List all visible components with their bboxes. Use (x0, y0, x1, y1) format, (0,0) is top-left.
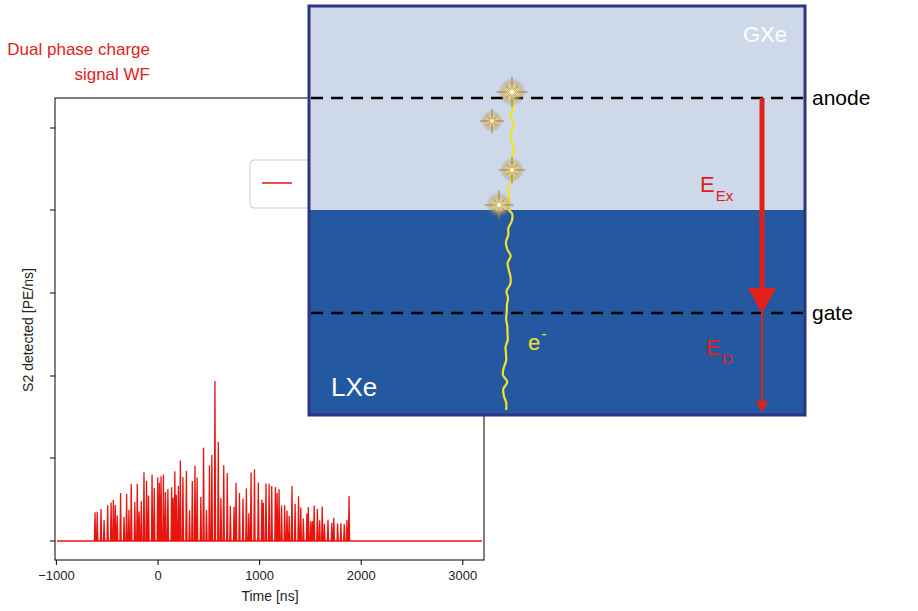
legend-line (262, 182, 292, 184)
electron-track (503, 95, 514, 410)
field-symbol: E (700, 172, 715, 198)
y-tick (50, 293, 55, 294)
phase-label: GXe (743, 22, 787, 48)
scintillation-flashes (480, 77, 528, 220)
tpc-illustration (309, 6, 805, 415)
y-tick (50, 541, 55, 542)
x-tick (361, 560, 362, 565)
liquid-phase-band: LXe (311, 212, 803, 413)
tick-label: 2000 (347, 568, 376, 584)
y-tick (50, 458, 55, 459)
tick-label: 3000 (448, 568, 477, 584)
x-tick (462, 560, 463, 565)
x-tick (56, 560, 57, 565)
flash-star (480, 109, 504, 133)
axis-title: S2 detected [PE/ns] (20, 268, 37, 392)
field-subscript: D (722, 350, 733, 368)
gate-grid (311, 312, 803, 315)
extraction-field-arrow (760, 98, 765, 290)
liquid-region (309, 210, 805, 415)
phase-label: LXe (331, 372, 377, 403)
y-tick (50, 128, 55, 129)
flash-star (499, 157, 525, 183)
arrow-head (748, 288, 776, 314)
anode-grid (311, 97, 803, 100)
x-tick (158, 560, 159, 565)
field-subscript: Ex (716, 187, 734, 205)
tick-label: 0 (154, 568, 161, 584)
flash-star (485, 191, 514, 220)
tpc-border (309, 6, 805, 415)
grid-name: gate (812, 300, 853, 325)
tick-label: −1000 (38, 568, 75, 584)
flash-star (497, 77, 528, 108)
arrow-head (756, 401, 768, 413)
y-tick (50, 376, 55, 377)
panel-title: Dual phase charge signal WF (5, 38, 150, 87)
electron-symbol: e (528, 330, 540, 356)
x-tick (259, 560, 260, 565)
axis-title: Time [ns] (241, 588, 298, 605)
y-tick (50, 210, 55, 211)
gas-phase-band: GXe (311, 8, 803, 208)
tick-label: 1000 (245, 568, 274, 584)
field-symbol: E (706, 335, 721, 361)
gas-region (309, 6, 805, 210)
grid-name: anode (812, 85, 870, 110)
drift-field-arrow (761, 313, 763, 402)
charge-superscript: - (541, 324, 546, 343)
